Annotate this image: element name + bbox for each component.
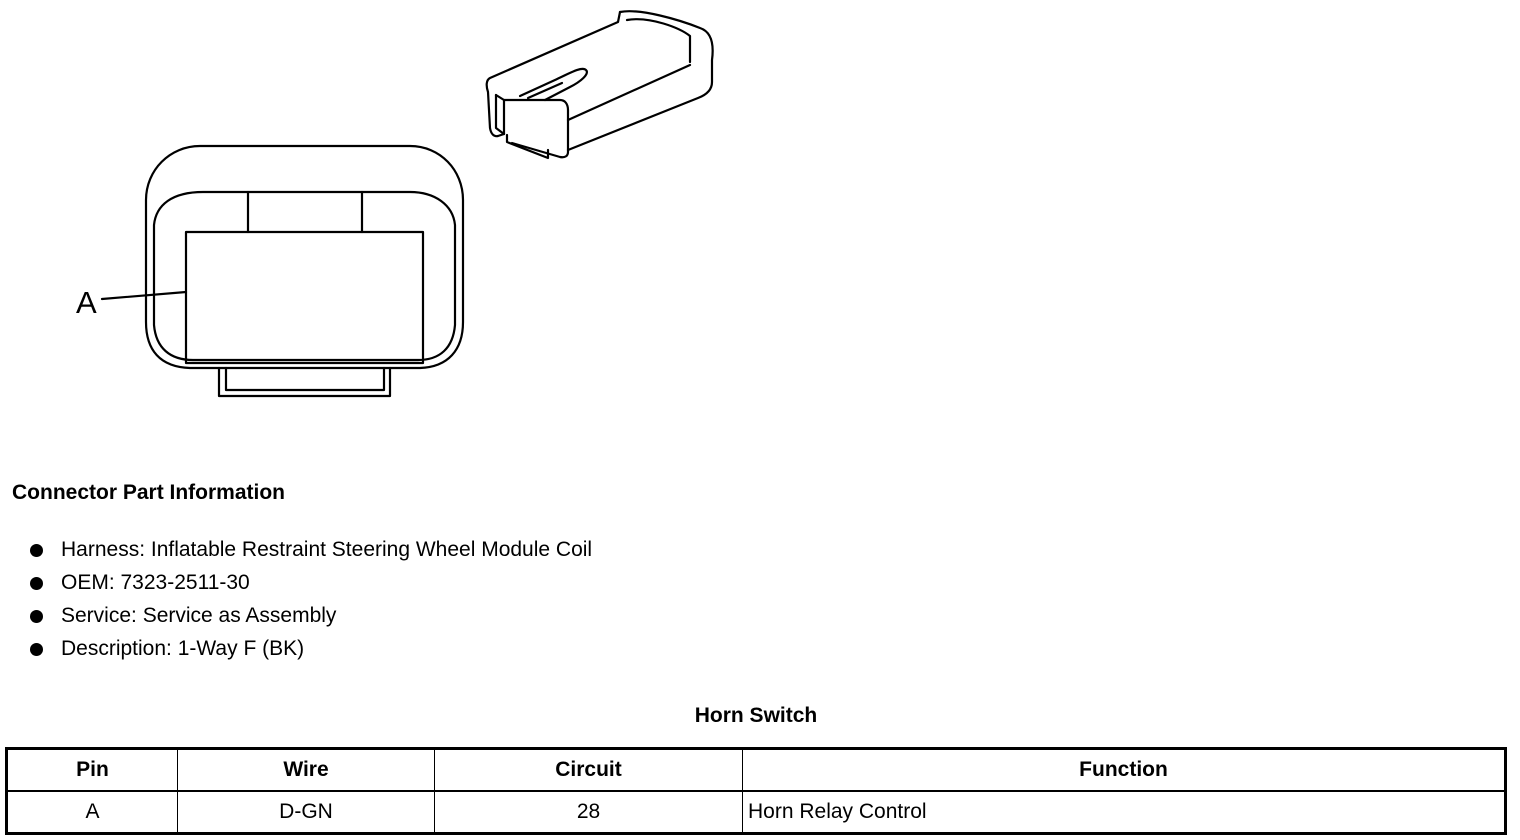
bullet-icon	[30, 577, 43, 590]
column-header-circuit: Circuit	[434, 748, 743, 792]
callout-label: A	[76, 285, 97, 320]
connector-info-title: Connector Part Information	[12, 481, 286, 504]
list-item: Description: 1-Way F (BK)	[30, 635, 592, 668]
bullet-icon	[30, 610, 43, 623]
list-item: Service: Service as Assembly	[30, 602, 592, 635]
table-title: Horn Switch	[694, 704, 818, 727]
column-header-function: Function	[742, 748, 1506, 792]
connector-info-list: Harness: Inflatable Restraint Steering W…	[30, 536, 592, 668]
service-text: Service: Service as Assembly	[61, 604, 337, 627]
table-row: A D-GN 28 Horn Relay Control	[6, 790, 1506, 834]
description-text: Description: 1-Way F (BK)	[61, 637, 305, 660]
column-header-wire: Wire	[177, 748, 435, 792]
terminal-plug-drawing	[485, 10, 714, 160]
oem-text: OEM: 7323-2511-30	[61, 571, 250, 594]
function-cell: Horn Relay Control	[742, 790, 1506, 834]
table-header-row: Pin Wire Circuit Function	[6, 748, 1506, 792]
list-item: Harness: Inflatable Restraint Steering W…	[30, 536, 592, 569]
bullet-icon	[30, 544, 43, 557]
bullet-icon	[30, 643, 43, 656]
wire-cell: D-GN	[177, 790, 435, 834]
harness-text: Harness: Inflatable Restraint Steering W…	[61, 538, 593, 561]
column-header-pin: Pin	[6, 748, 178, 792]
list-item: OEM: 7323-2511-30	[30, 569, 592, 602]
connector-body-drawing	[100, 144, 465, 398]
pin-table: Pin Wire Circuit Function A D-GN 28 Horn…	[5, 747, 1507, 835]
connector-diagram: A	[76, 10, 714, 398]
pin-cell: A	[6, 790, 178, 834]
circuit-cell: 28	[434, 790, 743, 834]
